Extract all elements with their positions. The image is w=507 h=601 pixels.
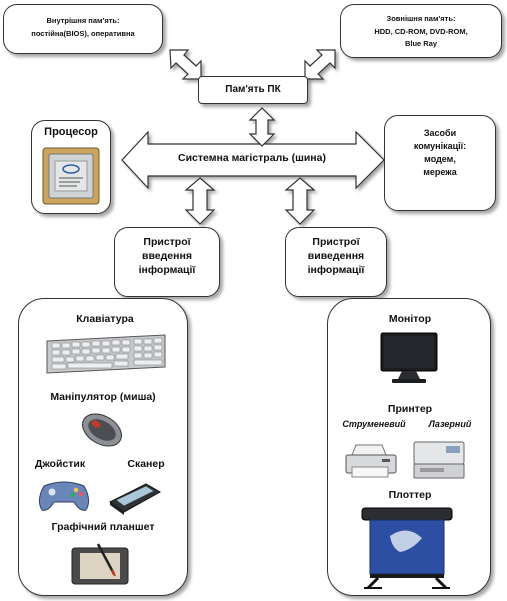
external-memory-body: HDD, CD-ROM, DVD-ROM,	[374, 27, 468, 36]
communication-line4: мережа	[423, 167, 457, 177]
monitor-icon	[380, 332, 438, 383]
input-devices-line3: інформації	[138, 264, 196, 276]
processor-label: Процесор	[44, 126, 98, 138]
communication-box: Засоби комунікації: модем, мережа	[384, 115, 496, 211]
input-devices-box: Пристрої введення інформації	[114, 227, 220, 297]
keyboard-label: Клавіатура	[76, 313, 134, 325]
pc-memory-label: Пам'ять ПК	[225, 84, 281, 95]
plotter-label: Плоттер	[388, 489, 432, 501]
output-devices-line1: Пристрої	[312, 236, 360, 248]
tablet-label: Графічний планшет	[51, 521, 155, 533]
printer-label: Принтер	[387, 403, 433, 415]
mouse-label: Маніпулятор (миша)	[50, 391, 156, 403]
internal-memory-arrow	[169, 49, 202, 80]
external-memory-body2: Blue Ray	[404, 39, 438, 48]
input-devices-line1: Пристрої	[143, 236, 191, 248]
communication-line1: Засоби	[423, 128, 457, 138]
internal-memory-box: Внутрішня пам'ять: постійна(BIOS), опера…	[3, 4, 163, 54]
output-devices-line3: інформації	[307, 264, 365, 276]
output-devices-line2: виведення	[307, 250, 365, 262]
system-bus-label: Системна магістраль (шина)	[177, 152, 326, 164]
memory-bus-arrow	[248, 107, 276, 147]
communication-line2: комунікації:	[413, 141, 467, 151]
laser-printer-icon	[413, 441, 465, 479]
inkjet-printer-icon	[345, 444, 397, 478]
laser-label: Лазерний	[428, 419, 472, 429]
external-memory-arrow	[304, 49, 336, 80]
external-memory-title: Зовнішня пам'ять:	[386, 14, 456, 23]
graphic-tablet-icon	[71, 543, 129, 585]
scanner-label: Сканер	[127, 458, 165, 470]
bus-input-arrow	[184, 177, 216, 225]
plotter-icon	[361, 507, 453, 590]
monitor-label: Монітор	[388, 313, 432, 325]
scanner-icon	[109, 483, 162, 515]
pc-memory-box: Пам'ять ПК	[198, 76, 308, 104]
communication-line3: модем,	[424, 154, 456, 164]
processor-box: Процесор	[31, 120, 111, 214]
output-devices-box: Пристрої виведення інформації	[285, 227, 387, 297]
gamepad-icon	[38, 481, 90, 511]
joystick-label: Джойстик	[34, 458, 86, 470]
mouse-icon	[82, 413, 122, 447]
internal-memory-body: постійна(BIOS), оперативна	[31, 29, 135, 38]
internal-memory-title: Внутрішня пам'ять:	[46, 16, 120, 25]
cpu-chip-icon	[42, 147, 100, 205]
keyboard-icon	[46, 334, 166, 374]
input-devices-line2: введення	[142, 250, 192, 262]
bus-output-arrow	[284, 177, 316, 225]
inkjet-label: Струменевий	[342, 419, 406, 429]
external-memory-box: Зовнішня пам'ять: HDD, CD-ROM, DVD-ROM, …	[340, 4, 502, 58]
